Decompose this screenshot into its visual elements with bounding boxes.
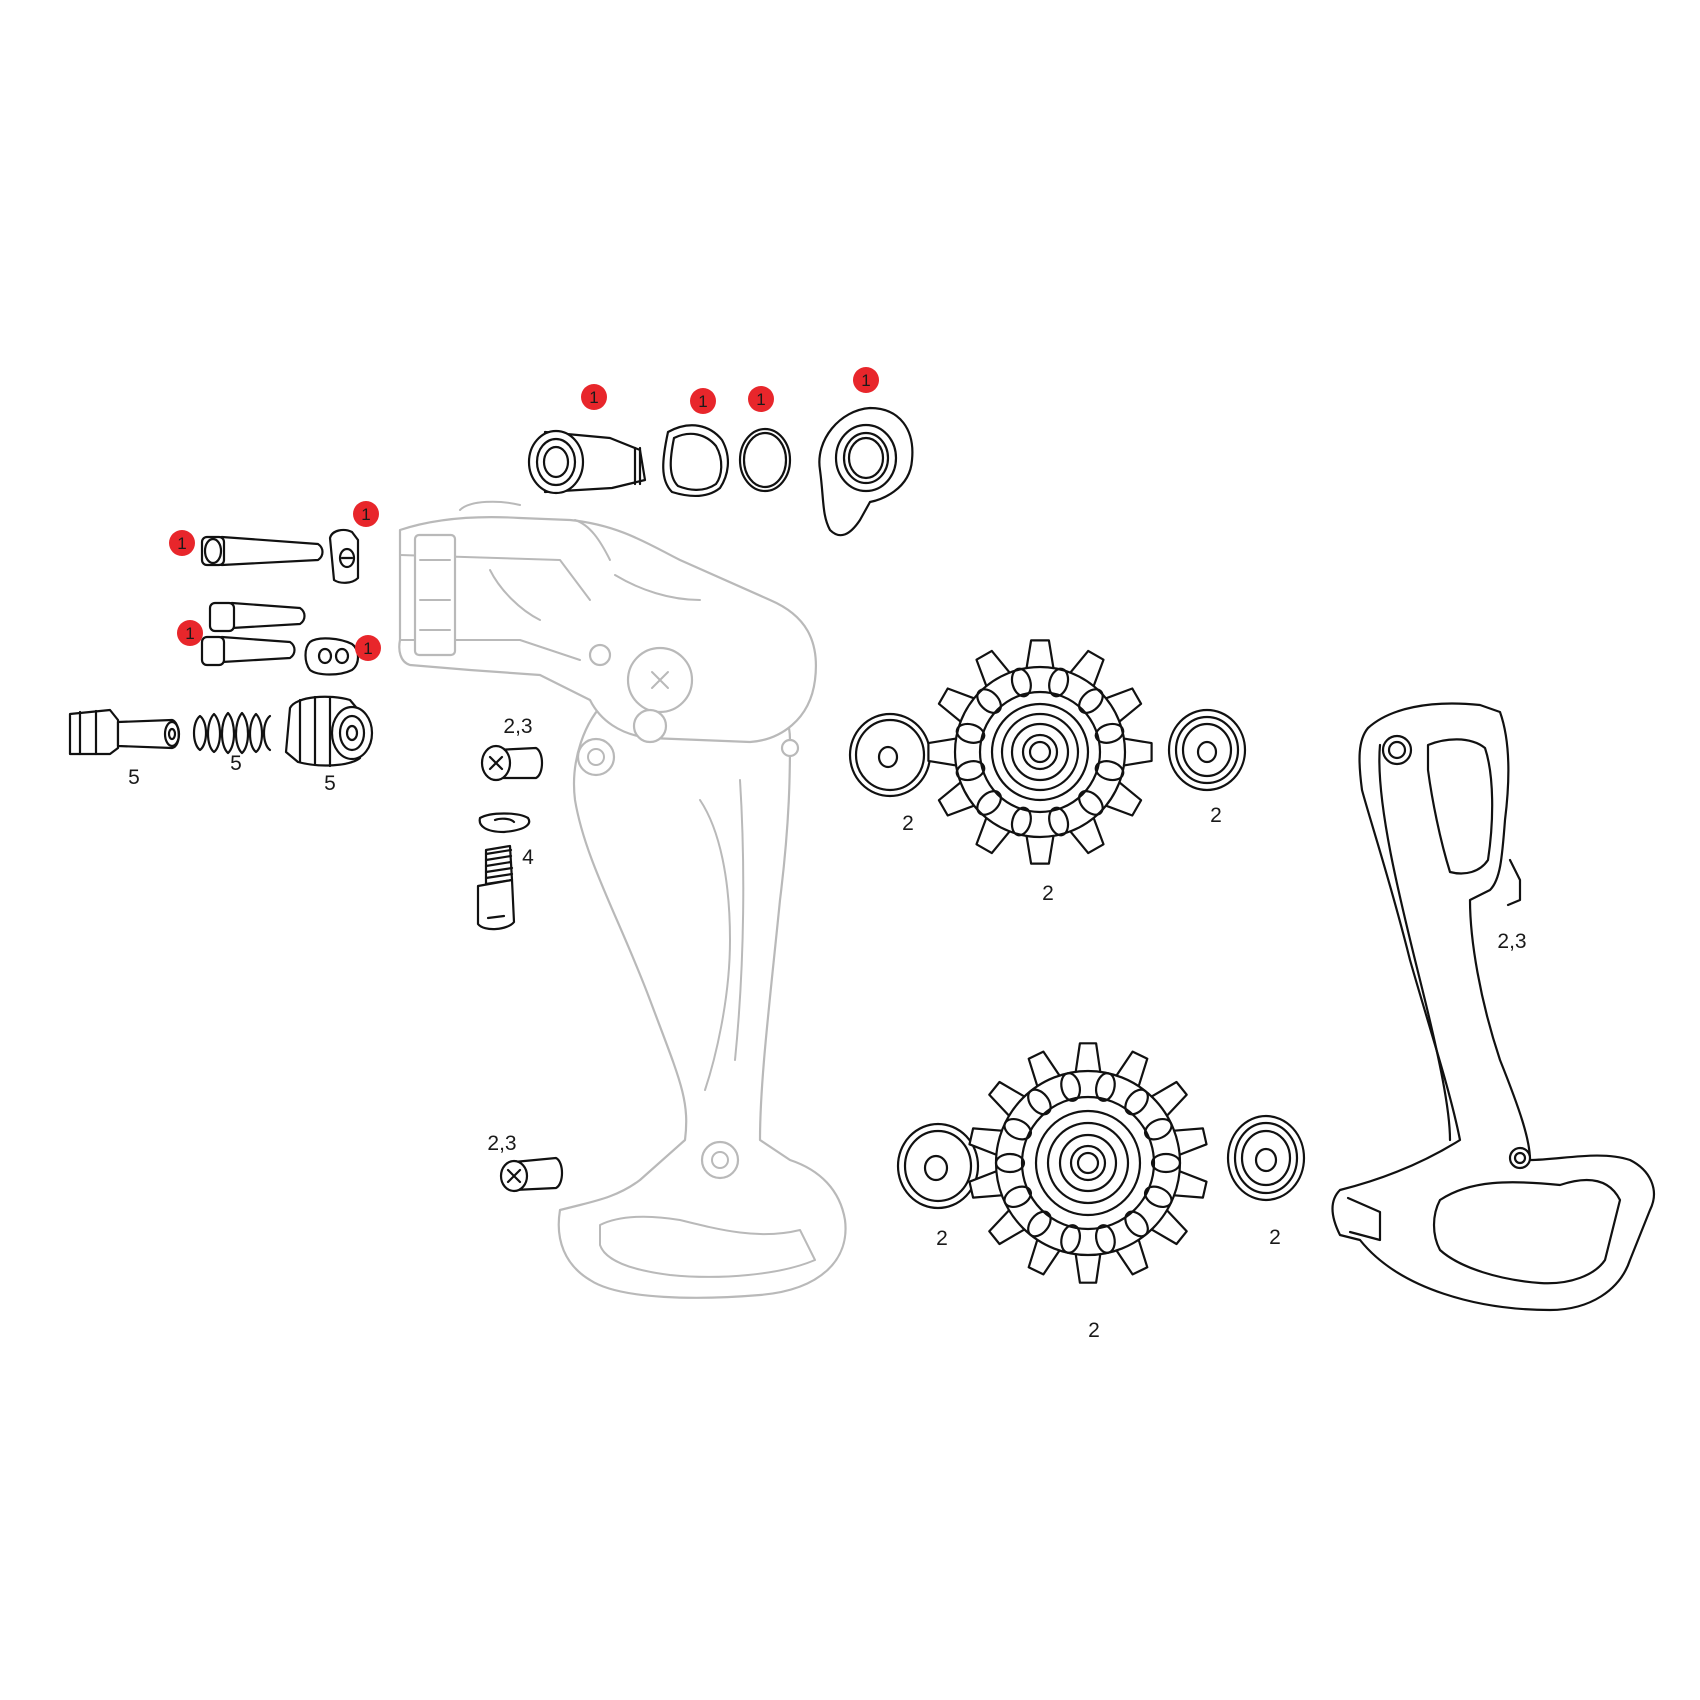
badge-text: 1 (698, 392, 707, 411)
badge-1-double-hole-nut: 1 (355, 635, 381, 661)
badge-circle (853, 367, 879, 393)
pulley-pocket (1094, 1224, 1116, 1254)
label-barrel-adjuster: 5 (128, 766, 140, 789)
pulley-pocket (1094, 760, 1125, 782)
pulley-pocket (976, 688, 1002, 714)
pulley-pocket (1124, 1088, 1149, 1116)
badge-text: 1 (756, 390, 765, 409)
lower-pulley-left-cover (896, 1122, 980, 1210)
lower-pulley-right-cover (1226, 1114, 1306, 1202)
pulley-pocket (994, 1152, 1026, 1174)
pulley-pocket (1060, 1224, 1082, 1254)
long-pin-bolt-upper (200, 535, 324, 567)
b-bolt-o-ring (738, 427, 792, 493)
pulley-pocket (955, 722, 986, 744)
pulley-pocket (1094, 722, 1125, 744)
cage-bolt-lower (499, 1156, 564, 1193)
lower-pulley-wheel (968, 1042, 1208, 1284)
label-lower-pulley-left-cover: 2 (936, 1227, 948, 1250)
badge-1-lower-pin: 1 (177, 620, 203, 646)
badge-text: 1 (177, 534, 186, 553)
badge-circle (169, 530, 195, 556)
badge-1-wave-washer: 1 (690, 388, 716, 414)
pulley-pocket (1027, 1088, 1052, 1116)
badge-text: 1 (363, 639, 372, 658)
pulley-pocket (1010, 806, 1032, 837)
barrel-adjuster (68, 708, 181, 756)
label-upper-pulley: 2 (1042, 882, 1054, 905)
b-bolt (527, 429, 647, 495)
pulley-pocket (1094, 1072, 1116, 1102)
badge-1-long-pin: 1 (169, 530, 195, 556)
badge-1-b-bolt: 1 (581, 384, 607, 410)
b-knuckle-tab (818, 406, 914, 537)
label-lower-pulley-right-cover: 2 (1269, 1226, 1281, 1249)
barrel-spring (192, 711, 272, 755)
double-hole-nut (304, 637, 360, 676)
badge-text: 1 (185, 624, 194, 643)
label-upper-pulley-right-cover: 2 (1210, 804, 1222, 827)
badge-1-knuckle-tab: 1 (853, 367, 879, 393)
b-bolt-wave-washer (662, 424, 729, 498)
pulley-pocket (1010, 667, 1032, 698)
pulley-pocket (1048, 806, 1070, 837)
inner-cage-plate (1331, 702, 1655, 1312)
pulley-pocket (1003, 1117, 1033, 1141)
pulley-pocket (1143, 1117, 1173, 1141)
pulley-pocket (1143, 1185, 1173, 1209)
badge-circle (355, 635, 381, 661)
pulley-pocket (1078, 790, 1104, 816)
badge-1-o-ring: 1 (748, 386, 774, 412)
pulley-pocket (1060, 1072, 1082, 1102)
pulley-pocket (1078, 688, 1104, 714)
badge-circle (748, 386, 774, 412)
badge-text: 1 (861, 371, 870, 390)
badge-text: 1 (589, 388, 598, 407)
upper-pulley-left-cover (848, 712, 932, 798)
pulley-pocket (1124, 1210, 1149, 1238)
pin-bolt-lower (200, 635, 296, 667)
badge-text: 1 (361, 505, 370, 524)
label-cage-bolt-lower: 2,3 (487, 1132, 516, 1155)
badge-circle (581, 384, 607, 410)
upper-pulley-right-cover (1167, 708, 1247, 792)
pulley-pocket (1048, 667, 1070, 698)
limit-screw (476, 844, 516, 931)
pin-bolt-middle (208, 601, 306, 633)
badge-circle (690, 388, 716, 414)
pulley-pocket (1150, 1152, 1182, 1174)
label-cage-bolt-upper: 2,3 (503, 715, 532, 738)
cage-bolt-upper (480, 744, 544, 782)
pin-end-cap (328, 528, 360, 584)
label-cable-cap: 5 (324, 772, 336, 795)
badge-1-end-cap: 1 (353, 501, 379, 527)
upper-pulley-wheel (927, 639, 1153, 865)
label-spring: 5 (230, 752, 242, 775)
pulley-pocket (1003, 1185, 1033, 1209)
label-lower-pulley: 2 (1088, 1319, 1100, 1342)
label-inner-cage-plate: 2,3 (1497, 930, 1526, 953)
label-limit-screw: 4 (522, 846, 534, 869)
pulley-pocket (976, 790, 1002, 816)
limit-screw-washer (478, 812, 531, 834)
cable-cap (284, 695, 374, 768)
pulley-pocket (1027, 1210, 1052, 1238)
pulley-pocket (955, 760, 986, 782)
derailleur-body-ghost (398, 500, 847, 1299)
label-upper-pulley-left-cover: 2 (902, 812, 914, 835)
badge-circle (353, 501, 379, 527)
badge-circle (177, 620, 203, 646)
